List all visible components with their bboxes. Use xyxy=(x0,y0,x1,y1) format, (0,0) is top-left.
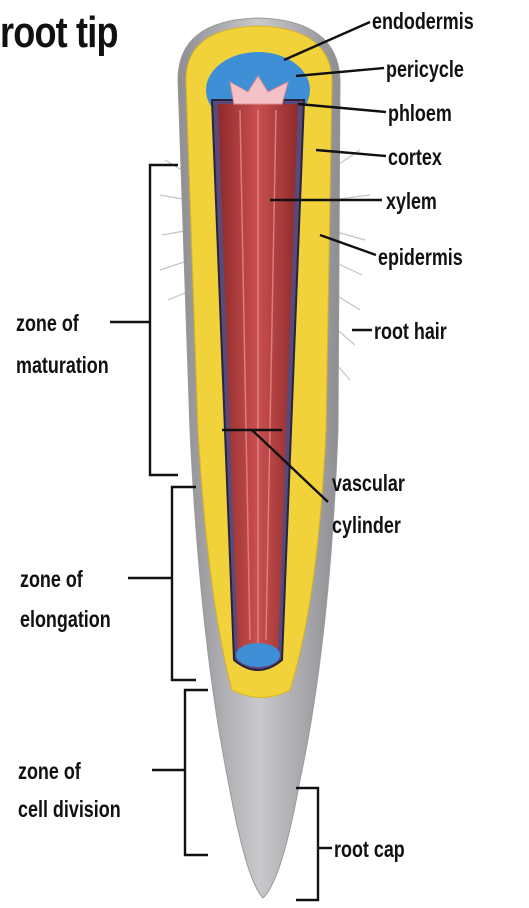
label-vascular: vascular xyxy=(332,470,405,496)
label-xylem: xylem xyxy=(386,188,437,214)
label-zone-elongation-1: zone of xyxy=(20,566,83,592)
label-zone-division-1: zone of xyxy=(18,758,81,784)
label-root-cap: root cap xyxy=(334,836,405,862)
label-epidermis: epidermis xyxy=(378,244,463,270)
label-cortex: cortex xyxy=(388,144,442,170)
label-zone-elongation-2: elongation xyxy=(20,606,111,632)
label-zone-maturation-2: maturation xyxy=(16,352,109,378)
label-pericycle: pericycle xyxy=(386,56,464,82)
label-root-hair: root hair xyxy=(374,318,447,344)
vascular-bottom-phloem xyxy=(236,643,280,667)
label-zone-division-2: cell division xyxy=(18,796,121,822)
label-cylinder: cylinder xyxy=(332,512,401,538)
label-phloem: phloem xyxy=(388,100,452,126)
label-endodermis: endodermis xyxy=(372,8,474,34)
label-zone-maturation-1: zone of xyxy=(16,310,79,336)
